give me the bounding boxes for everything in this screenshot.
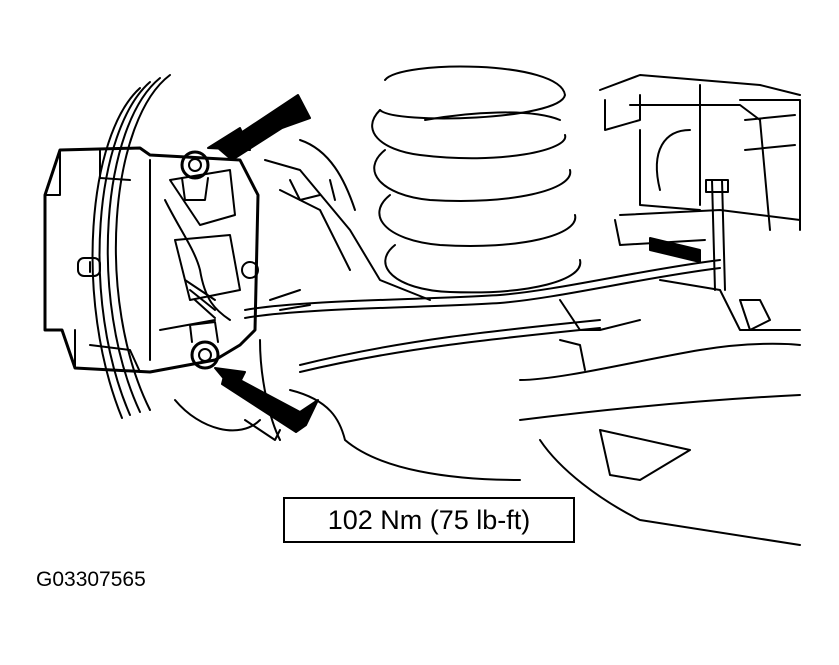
coil-spring (371, 65, 582, 294)
caliper-bolt-lower (189, 321, 220, 370)
arrow-upper (207, 94, 311, 161)
torque-spec-label: 102 Nm (75 lb-ft) (283, 497, 575, 543)
torque-spec-text: 102 Nm (75 lb-ft) (327, 504, 531, 535)
suspension-arm (244, 139, 801, 546)
brake-cable (244, 259, 721, 373)
figure-id: G03307565 (36, 568, 146, 591)
frame-structure (599, 74, 801, 291)
brake-caliper (43, 146, 260, 374)
arrow-lower (214, 367, 319, 433)
caliper-bolt-upper (180, 150, 210, 201)
